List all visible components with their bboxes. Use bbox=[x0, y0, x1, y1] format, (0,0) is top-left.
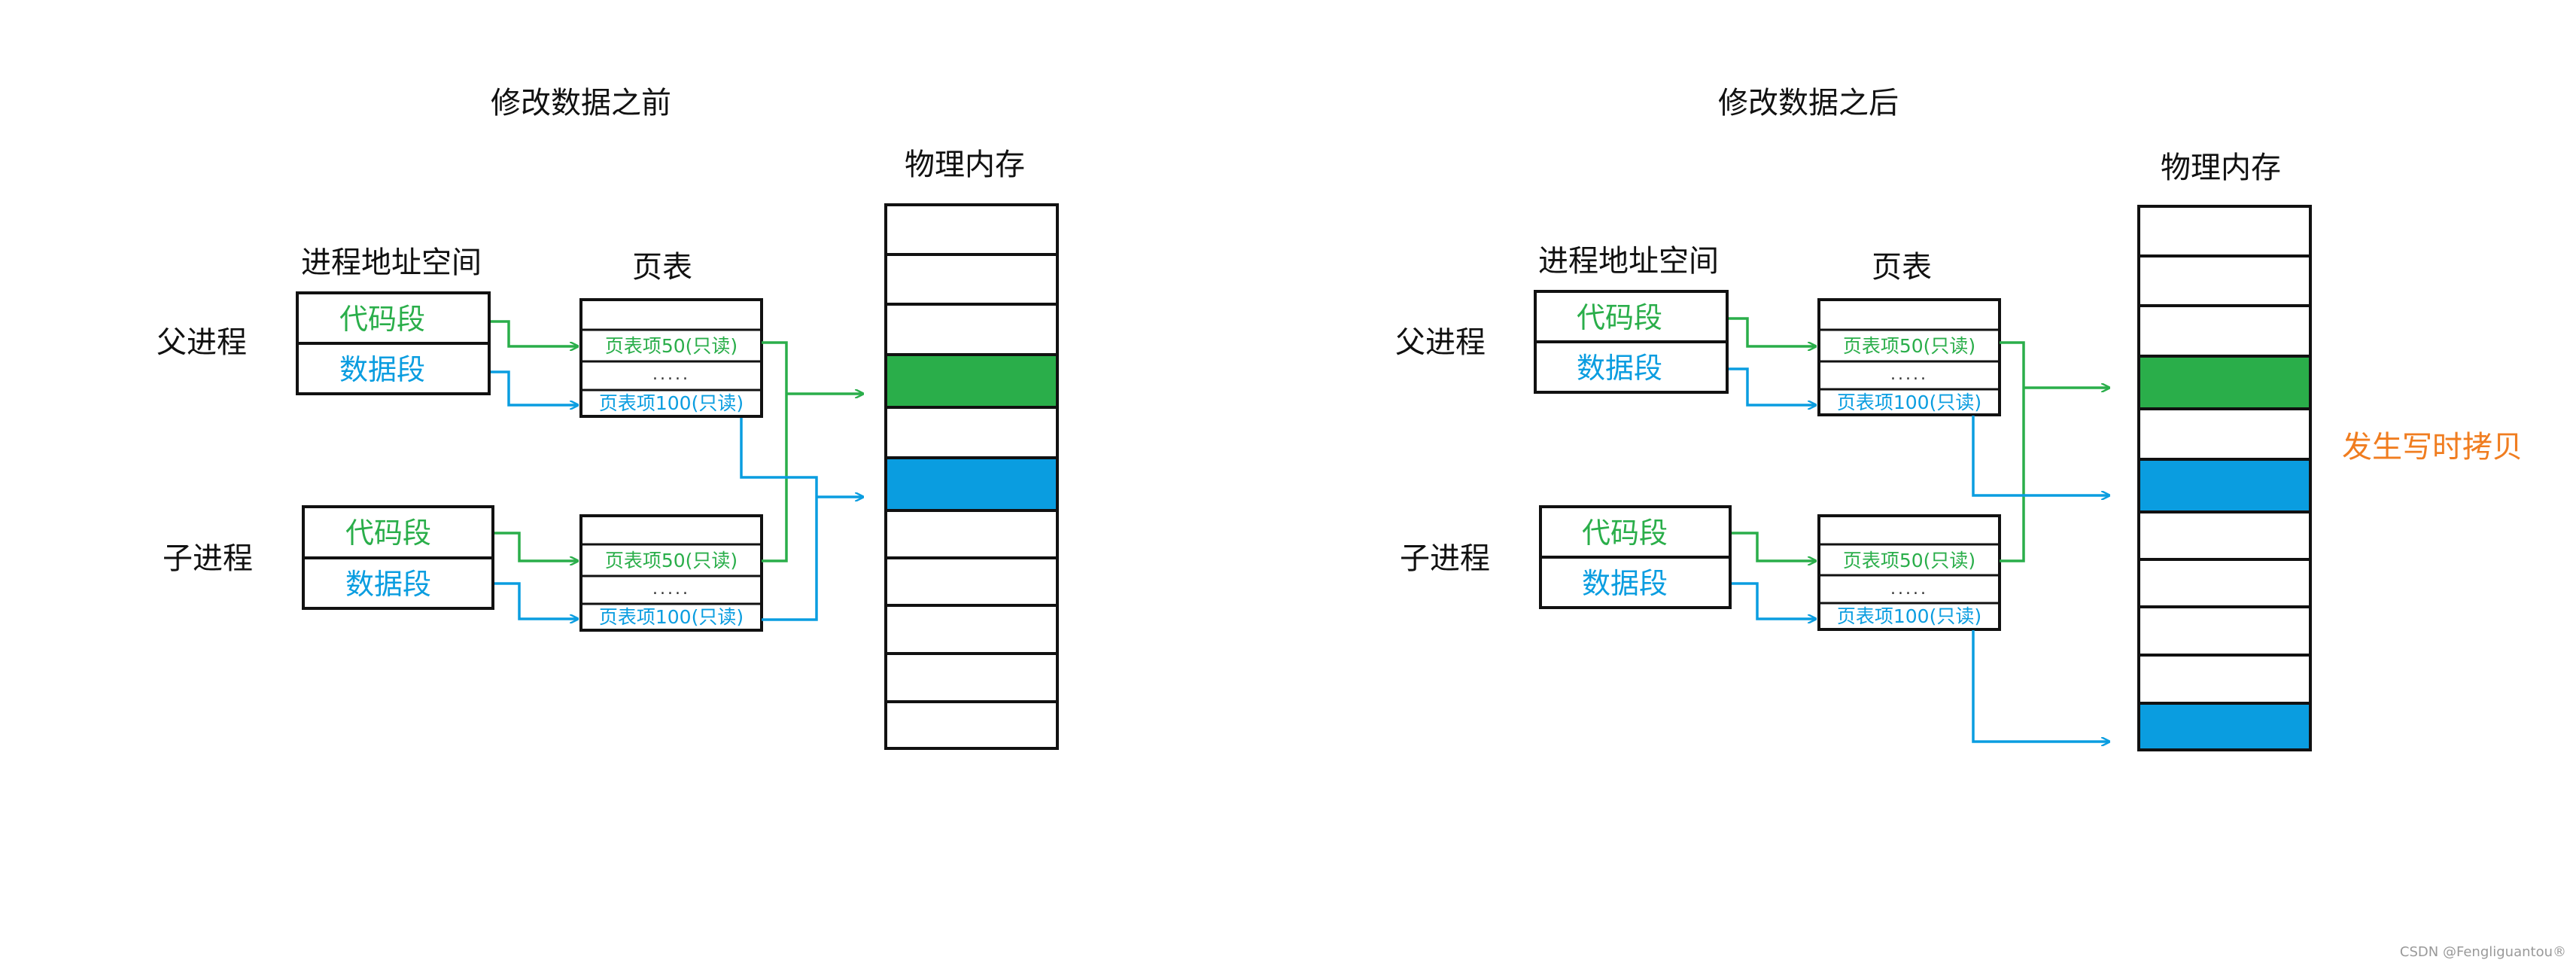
after-child-data-arrow bbox=[1732, 582, 1816, 619]
after-child-data-segment: 数据段 bbox=[1582, 567, 1668, 600]
before-child-address-space: 代码段 数据段 bbox=[302, 505, 494, 610]
before-physical-memory-label: 物理内存 bbox=[905, 148, 1025, 182]
before-child-process-label: 子进程 bbox=[163, 541, 253, 576]
before-title: 修改数据之前 bbox=[491, 86, 671, 120]
before-parent-page-table: 页表项50(只读) ..... 页表项100(只读) bbox=[579, 298, 763, 418]
after-child-code-segment: 代码段 bbox=[1582, 517, 1668, 550]
before-memory-frame-5 bbox=[884, 406, 1059, 459]
after-child-pte-100: 页表项100(只读) bbox=[1837, 605, 1981, 627]
after-parent-address-space: 代码段 数据段 bbox=[1534, 290, 1729, 394]
before-child-pte-50: 页表项50(只读) bbox=[605, 550, 738, 571]
before-child-pte-dots: ..... bbox=[652, 580, 690, 599]
after-arrows bbox=[1729, 317, 2109, 742]
before-page-table-label: 页表 bbox=[632, 250, 692, 285]
before-child-data-segment: 数据段 bbox=[345, 568, 431, 601]
after-parent-pte-100: 页表项100(只读) bbox=[1837, 392, 1981, 413]
before-parent-pte-dots: ..... bbox=[652, 365, 690, 384]
after-child-process-label: 子进程 bbox=[1400, 541, 1490, 576]
after-memory-frame-10 bbox=[2137, 654, 2312, 705]
after-memory-frame-1 bbox=[2137, 205, 2312, 257]
after-physical-memory-label: 物理内存 bbox=[2161, 151, 2281, 185]
after-memory-frame-7 bbox=[2137, 510, 2312, 561]
before-address-space-label: 进程地址空间 bbox=[301, 245, 482, 280]
before-child-pte-100: 页表项100(只读) bbox=[599, 606, 744, 628]
before-arrows bbox=[491, 320, 863, 621]
after-parent-pte100-to-blue bbox=[1972, 416, 2109, 495]
after-parent-pte-50: 页表项50(只读) bbox=[1843, 335, 1975, 357]
after-memory-frame-2 bbox=[2137, 254, 2312, 307]
after-child-pte-dots: ..... bbox=[1890, 580, 1928, 599]
before-parent-pte-50: 页表项50(只读) bbox=[605, 335, 738, 357]
before-child-page-table: 页表项50(只读) ..... 页表项100(只读) bbox=[579, 514, 763, 632]
after-parent-process-label: 父进程 bbox=[1395, 325, 1486, 360]
before-parent-code-segment: 代码段 bbox=[339, 303, 425, 336]
before-parent-code-arrow bbox=[491, 320, 578, 346]
before-memory-frame-2 bbox=[884, 253, 1059, 306]
cow-annotation: 发生写时拷贝 bbox=[2342, 430, 2523, 465]
before-panel: 修改数据之前 物理内存 进程地址空间 页表 父进程 代码段 数据段 页表项50(… bbox=[157, 86, 1059, 750]
after-memory-frame-6 bbox=[2137, 458, 2312, 513]
before-parent-pte50-to-green bbox=[762, 341, 788, 562]
before-parent-pte100-to-blue bbox=[740, 418, 818, 621]
before-memory-frame-10 bbox=[884, 652, 1059, 703]
after-parent-data-segment: 数据段 bbox=[1577, 352, 1662, 385]
after-parent-pte-dots: ..... bbox=[1890, 365, 1928, 384]
after-memory-frame-4 bbox=[2137, 355, 2312, 410]
after-panel: 修改数据之后 物理内存 进程地址空间 页表 父进程 代码段 数据段 页表项50(… bbox=[1395, 86, 2523, 751]
before-memory-frame-6 bbox=[884, 456, 1059, 512]
before-parent-address-space: 代码段 数据段 bbox=[296, 291, 491, 395]
after-child-pte-50: 页表项50(只读) bbox=[1843, 550, 1975, 571]
before-child-code-arrow bbox=[494, 532, 578, 561]
after-parent-data-arrow bbox=[1729, 367, 1816, 405]
before-memory-frame-8 bbox=[884, 556, 1059, 607]
before-memory-frame-11 bbox=[884, 700, 1059, 750]
after-child-code-arrow bbox=[1732, 532, 1816, 561]
after-memory-frame-9 bbox=[2137, 605, 2312, 657]
before-child-data-arrow bbox=[494, 582, 578, 619]
after-memory-frame-11 bbox=[2137, 702, 2312, 751]
before-child-code-segment: 代码段 bbox=[345, 517, 431, 550]
after-parent-code-arrow bbox=[1729, 317, 1816, 346]
after-title: 修改数据之后 bbox=[1718, 86, 1899, 120]
after-child-address-space: 代码段 数据段 bbox=[1539, 505, 1732, 609]
before-parent-data-segment: 数据段 bbox=[339, 353, 425, 386]
after-memory-frame-3 bbox=[2137, 304, 2312, 358]
after-parent-code-segment: 代码段 bbox=[1577, 301, 1662, 334]
after-memory-frame-5 bbox=[2137, 407, 2312, 461]
after-child-pte100-to-new-blue bbox=[1972, 630, 2109, 742]
before-memory-frame-1 bbox=[884, 203, 1059, 256]
before-memory-frame-9 bbox=[884, 604, 1059, 655]
before-memory-frame-3 bbox=[884, 303, 1059, 356]
after-address-space-label: 进程地址空间 bbox=[1538, 244, 1719, 279]
watermark: CSDN @Fengliguantou® bbox=[2400, 944, 2566, 960]
after-physical-memory bbox=[2137, 205, 2312, 751]
before-parent-pte-100: 页表项100(只读) bbox=[599, 392, 744, 414]
before-parent-data-arrow bbox=[491, 370, 578, 405]
before-physical-memory bbox=[884, 203, 1059, 750]
after-parent-pte50-to-green bbox=[2000, 341, 2025, 562]
after-child-page-table: 页表项50(只读) ..... 页表项100(只读) bbox=[1817, 514, 2001, 631]
after-memory-frame-8 bbox=[2137, 558, 2312, 608]
before-memory-frame-7 bbox=[884, 509, 1059, 559]
before-memory-frame-4 bbox=[884, 353, 1059, 409]
after-parent-page-table: 页表项50(只读) ..... 页表项100(只读) bbox=[1817, 298, 2001, 416]
after-page-table-label: 页表 bbox=[1872, 250, 1932, 285]
before-parent-process-label: 父进程 bbox=[157, 325, 247, 360]
